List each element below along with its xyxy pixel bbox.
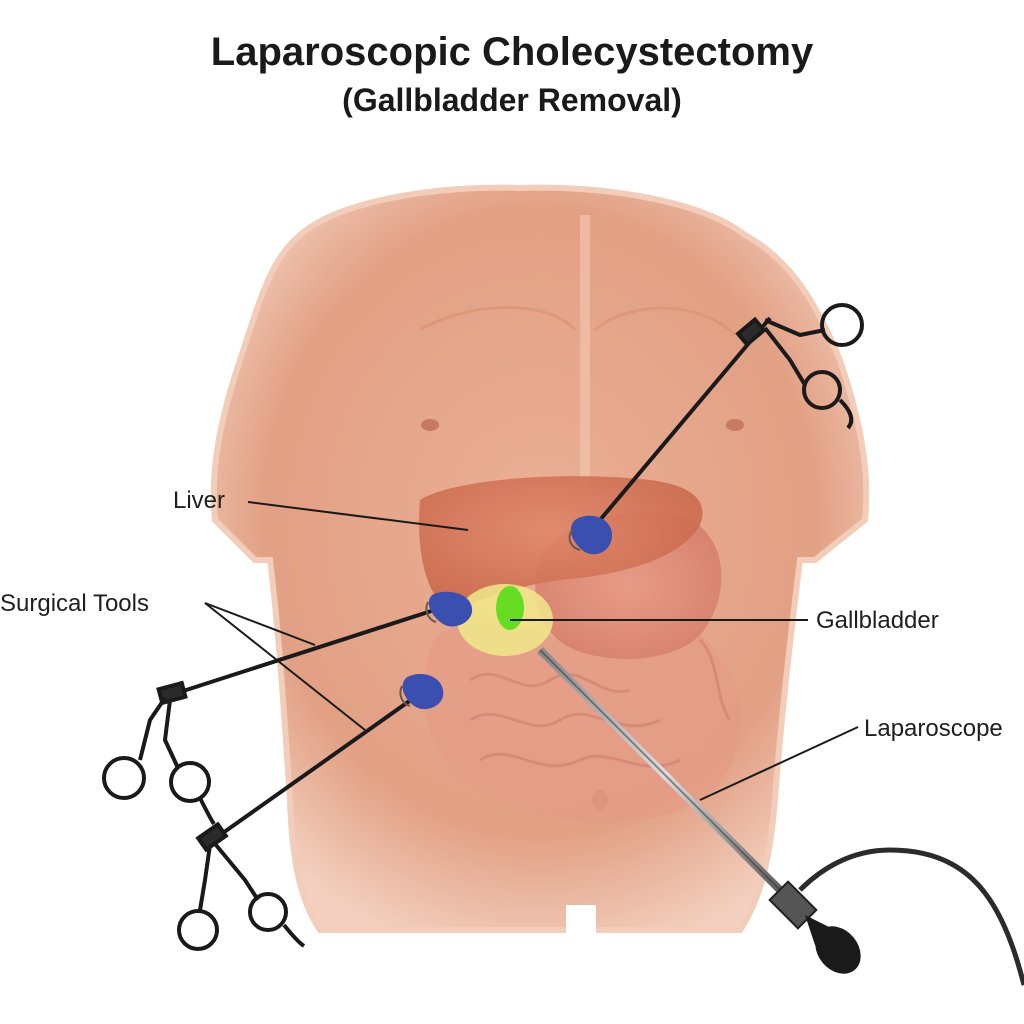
laparoscope-eyepiece-icon <box>770 882 870 983</box>
nipple-left <box>421 419 439 431</box>
gallbladder <box>496 586 524 630</box>
label-liver: Liver <box>173 487 225 514</box>
nipple-right <box>726 419 744 431</box>
label-laparoscope: Laparoscope <box>864 715 1003 742</box>
surgical-scissors-icon <box>104 683 214 824</box>
label-surgical-tools: Surgical Tools <box>0 590 149 617</box>
label-gallbladder: Gallbladder <box>816 607 939 634</box>
surgical-scissors-icon <box>179 824 304 949</box>
trocar-port-icon <box>570 516 612 555</box>
torso-gap <box>566 905 596 935</box>
